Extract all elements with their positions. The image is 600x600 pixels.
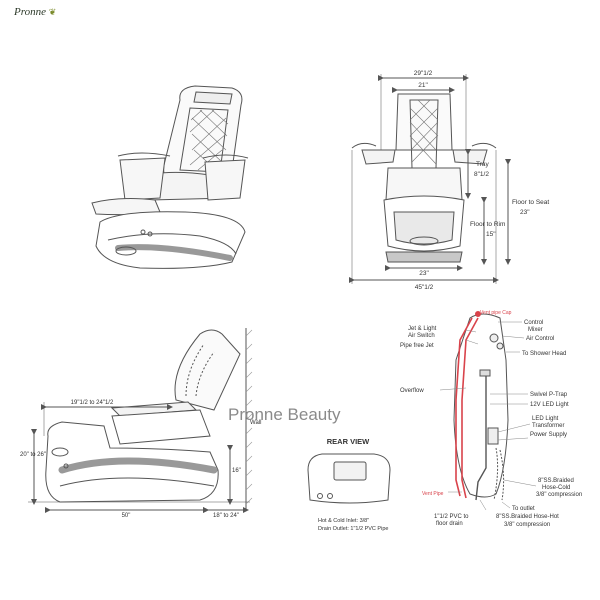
floor-to-seat-label: Floor to Seat xyxy=(512,199,549,206)
dim-clearance: 18" to 24" xyxy=(213,513,239,519)
leaf-icon: ❦ xyxy=(48,7,57,17)
dim-total-width: 45"1/2 xyxy=(415,284,434,291)
wall-label: Wall xyxy=(250,420,261,426)
air-control-label: Air Control xyxy=(526,336,554,342)
iso-view xyxy=(91,85,249,269)
inlet-spec: Hot & Cold Inlet: 3/8" xyxy=(318,518,369,524)
drain-label-1: 1"1/2 PVC to xyxy=(434,514,469,520)
outlet-spec: Drain Outlet: 1"1/2 PVC Pipe xyxy=(318,526,388,532)
side-view-labels: 19"1/2 to 24"1/2 20" to 26" 16" 50" 18" … xyxy=(20,400,261,519)
floor-to-rim-label: Floor to Rim xyxy=(470,221,505,228)
control-label-2: Mixer xyxy=(528,327,543,333)
tray-dim: 8"1/2 xyxy=(474,171,489,178)
rear-view-title: REAR VIEW xyxy=(327,437,370,446)
drain-label-2: floor drain xyxy=(436,521,463,527)
dim-width-outer: 29"1/2 xyxy=(414,70,433,77)
overflow-label: Overflow xyxy=(400,388,424,394)
front-view-labels: 29"1/2 21" Tray 8"1/2 Floor to Rim 15" F… xyxy=(414,70,550,291)
jet-light-label-2: Air Switch xyxy=(408,333,435,339)
jet-light-label-1: Jet & Light xyxy=(408,326,437,332)
watermark: Pronne Beauty xyxy=(228,405,341,424)
front-view xyxy=(349,74,511,284)
swivel-label: Swivel P-Trap xyxy=(530,392,568,398)
power-label: Power Supply xyxy=(530,432,567,438)
transformer-label-2: Transformer xyxy=(532,423,564,429)
cold-hose-label-1: 8"SS.Braided xyxy=(538,478,574,484)
hot-hose-label-2: 3/8" compression xyxy=(504,522,550,528)
dim-basin-height: 20" to 26" xyxy=(20,452,46,458)
tray-label: Tray xyxy=(476,161,490,168)
pipe-free-jet-label: Pipe free Jet xyxy=(400,343,434,349)
hot-hose-label-1: 8"SS.Braided Hose-Hot xyxy=(496,514,559,520)
side-view xyxy=(28,328,253,513)
logo: Pronne ❦ xyxy=(14,6,56,18)
to-outlet-label: To outlet xyxy=(512,506,535,512)
cold-hose-label-2: Hose-Cold xyxy=(542,485,570,491)
control-label-1: Control xyxy=(524,320,543,326)
plumbing-labels: Vent pipe Cap Jet & Light Air Switch Pip… xyxy=(400,310,582,528)
dim-seat-height: 16" xyxy=(232,468,241,474)
led-label: 12V LED Light xyxy=(530,402,569,408)
plumbing-diagram xyxy=(439,311,537,511)
dim-length: 50" xyxy=(122,513,131,519)
cold-hose-label-3: 3/8" compression xyxy=(536,492,582,498)
logo-text: Pronne xyxy=(14,6,46,18)
vent-pipe-label: Vent Pipe xyxy=(422,491,444,497)
dim-width-inner: 21" xyxy=(418,82,428,89)
transformer-label-1: LED Light xyxy=(532,416,559,422)
rear-view xyxy=(307,453,391,504)
seat-dim: 23" xyxy=(520,209,530,216)
dim-arm-depth: 19"1/2 to 24"1/2 xyxy=(71,400,114,406)
dim-base-width: 23" xyxy=(419,270,429,277)
rear-view-labels: REAR VIEW Hot & Cold Inlet: 3/8" Drain O… xyxy=(318,437,388,532)
shower-head-label: To Shower Head xyxy=(522,351,566,357)
vent-pipe-cap-label: Vent pipe Cap xyxy=(480,310,512,316)
rim-dim: 15" xyxy=(486,231,496,238)
